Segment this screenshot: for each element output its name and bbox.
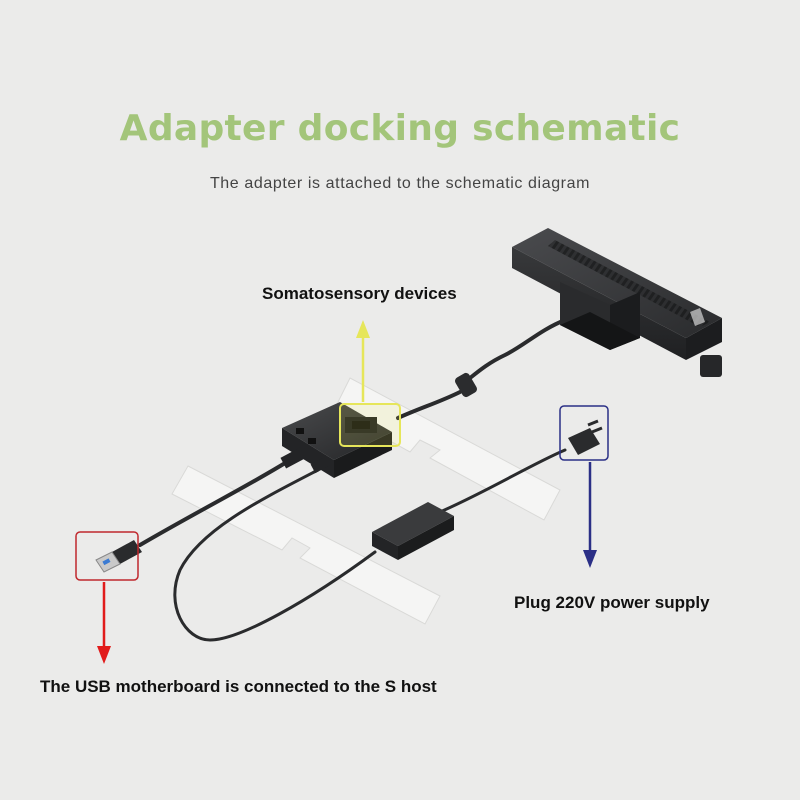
cables: [138, 318, 567, 642]
hub-usb-plug: [280, 447, 306, 469]
somatosensory-label: Somatosensory devices: [262, 284, 457, 303]
plug-highlight: [559, 405, 609, 461]
cable-break-bands: [171, 377, 561, 625]
power-adapter-icon: [372, 502, 454, 560]
plug-arrow: [583, 462, 597, 568]
hub-power-plug: [310, 456, 330, 474]
usb-highlight: [75, 531, 139, 581]
somatosensory-arrow: [356, 320, 370, 402]
usb-arrow: [97, 582, 111, 664]
usb-connector-icon: [95, 540, 142, 573]
plug-label: Plug 220V power supply: [514, 593, 710, 612]
page-subtitle: The adapter is attached to the schematic…: [209, 175, 591, 192]
somatosensory-highlight: [339, 403, 401, 447]
ferrite-bead: [455, 372, 477, 398]
page-title: Adapter docking schematic: [119, 108, 681, 149]
usb-label: The USB motherboard is connected to the …: [40, 677, 437, 696]
ac-plug-icon: [568, 419, 603, 455]
kinect-sensor-icon: [512, 228, 722, 377]
